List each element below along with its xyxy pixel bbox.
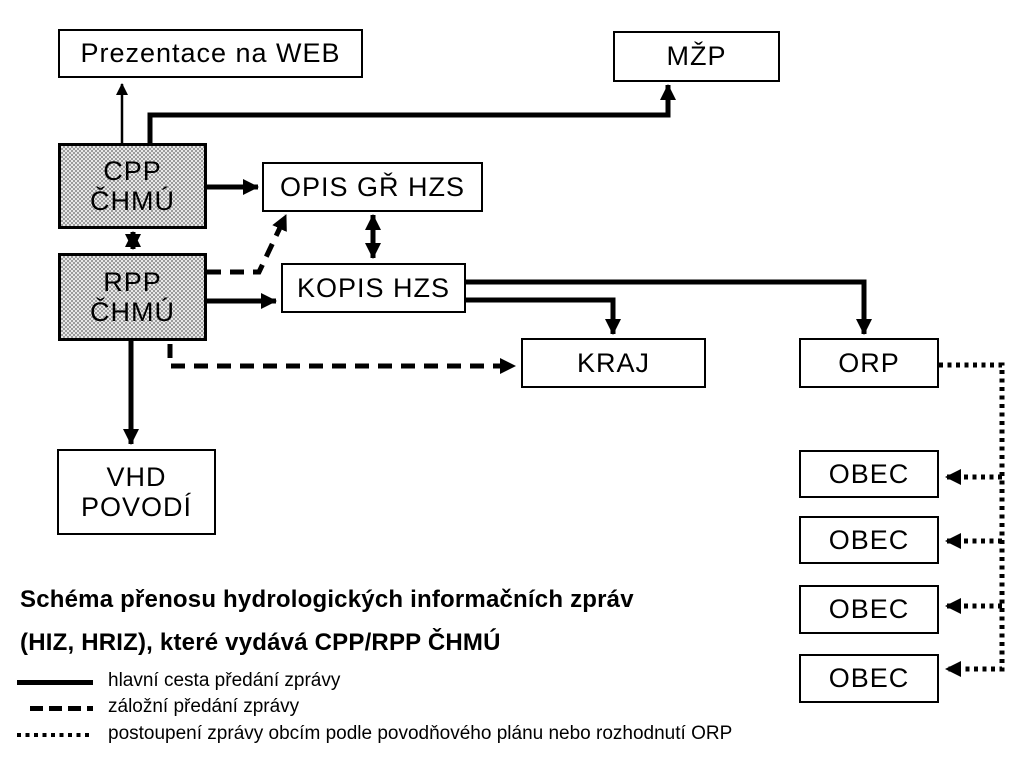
legend-swatch-dashed-line	[30, 706, 93, 711]
node-mzp: MŽP	[613, 31, 780, 82]
node-obec-1: OBEC	[799, 450, 939, 498]
node-kraj: KRAJ	[521, 338, 706, 388]
node-label: RPP ČHMÚ	[90, 266, 175, 327]
arrow-cpp-to-mzp	[147, 84, 676, 143]
legend-swatch-solid-line	[17, 680, 93, 685]
node-prezentace-na-web: Prezentace na WEB	[58, 29, 363, 78]
node-obec-4: OBEC	[799, 654, 939, 703]
node-label: ORP	[838, 347, 900, 378]
line-orp-distribution-trunk	[939, 362, 1005, 677]
node-label: OBEC	[828, 524, 910, 555]
diagram-title-line-1: Schéma přenosu hydrologických informační…	[20, 586, 634, 613]
node-label: MŽP	[666, 41, 727, 72]
arrow-kopis-to-kraj	[465, 297, 621, 335]
node-label: Prezentace na WEB	[80, 38, 341, 69]
node-label: OBEC	[828, 458, 910, 489]
node-label: OBEC	[828, 594, 910, 625]
legend-label-main-route: hlavní cesta předání zprávy	[108, 670, 341, 691]
diagram-title-line-2: (HIZ, HRIZ), které vydává CPP/RPP ČHMÚ	[20, 629, 501, 656]
node-orp: ORP	[799, 338, 939, 388]
node-label: CPP ČHMÚ	[90, 155, 175, 216]
node-obec-3: OBEC	[799, 585, 939, 634]
legend-swatch-dotted-line	[17, 733, 93, 737]
legend-label-forwarding-route: postoupení zprávy obcím podle povodňovéh…	[108, 723, 733, 744]
arrow-kopis-to-orp	[465, 279, 872, 335]
node-rpp-chmu: RPP ČHMÚ	[58, 253, 207, 341]
node-label: KRAJ	[576, 347, 651, 378]
legend-label-backup-route: záložní předání zprávy	[108, 696, 300, 717]
arrow-rpp-to-opis-backup	[207, 213, 289, 275]
node-cpp-chmu: CPP ČHMÚ	[58, 143, 207, 229]
node-kopis-hzs: KOPIS HZS	[281, 263, 466, 313]
node-label: OBEC	[828, 663, 910, 694]
node-obec-2: OBEC	[799, 516, 939, 564]
arrow-rpp-to-kraj-backup	[167, 344, 516, 374]
node-label: VHD POVODÍ	[80, 461, 193, 522]
node-label: OPIS GŘ HZS	[279, 171, 466, 202]
node-vhd-povodi: VHD POVODÍ	[57, 449, 216, 535]
node-label: KOPIS HZS	[296, 272, 451, 303]
node-opis-gr-hzs: OPIS GŘ HZS	[262, 162, 483, 212]
